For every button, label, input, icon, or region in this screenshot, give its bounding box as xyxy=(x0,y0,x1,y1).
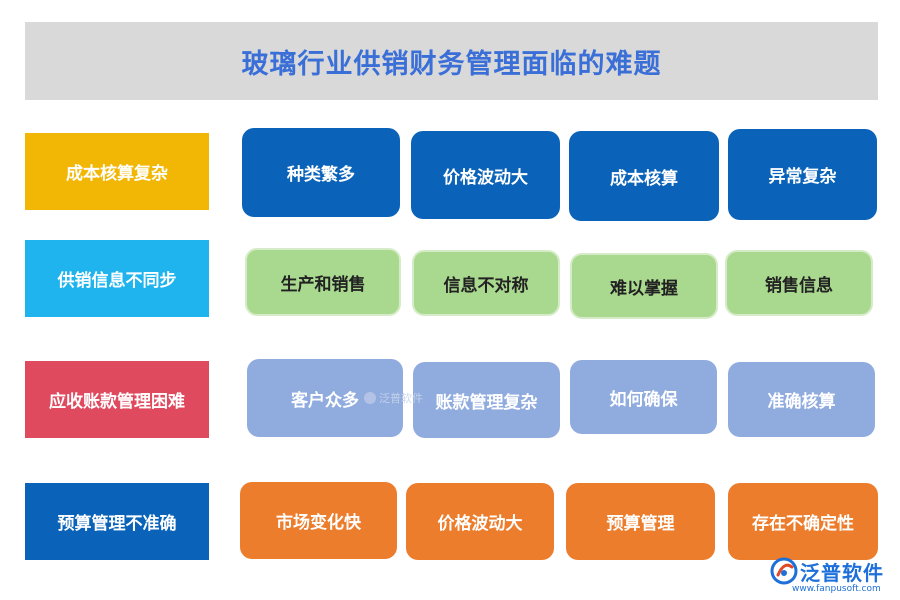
logo-url: www.fanpusoft.com xyxy=(792,584,881,594)
row-label-supply-sales-info: 供销信息不同步 xyxy=(25,240,209,317)
item-box: 销售信息 xyxy=(725,250,873,316)
fanpu-logo-icon xyxy=(770,557,798,585)
item-box: 如何确保 xyxy=(570,360,717,434)
diagram-title: 玻璃行业供销财务管理面临的难题 xyxy=(241,48,662,80)
item-box: 种类繁多 xyxy=(242,128,400,217)
watermark: 泛普软件 xyxy=(364,390,423,406)
watermark-text: 泛普软件 xyxy=(379,392,423,405)
item-box: 市场变化快 xyxy=(240,482,397,559)
item-box: 生产和销售 xyxy=(245,248,401,316)
item-box: 异常复杂 xyxy=(728,129,877,220)
watermark-logo-icon xyxy=(364,392,376,404)
item-box: 价格波动大 xyxy=(406,483,554,560)
item-box: 账款管理复杂 xyxy=(413,362,560,438)
item-box: 存在不确定性 xyxy=(728,483,878,560)
item-box: 价格波动大 xyxy=(411,131,560,219)
title-bar: 玻璃行业供销财务管理面临的难题 xyxy=(25,22,878,100)
logo-name: 泛普软件 xyxy=(800,561,884,585)
row-label-cost-accounting: 成本核算复杂 xyxy=(25,133,209,210)
item-box: 成本核算 xyxy=(569,131,719,221)
item-box: 客户众多 xyxy=(247,359,403,437)
item-box: 预算管理 xyxy=(566,483,715,560)
item-box: 信息不对称 xyxy=(412,250,560,316)
brand-logo: 泛普软件 www.fanpusoft.com xyxy=(770,555,895,597)
row-label-budget: 预算管理不准确 xyxy=(25,483,209,560)
item-box: 准确核算 xyxy=(728,362,875,437)
item-box: 难以掌握 xyxy=(570,253,718,319)
row-label-receivables: 应收账款管理困难 xyxy=(25,361,209,438)
